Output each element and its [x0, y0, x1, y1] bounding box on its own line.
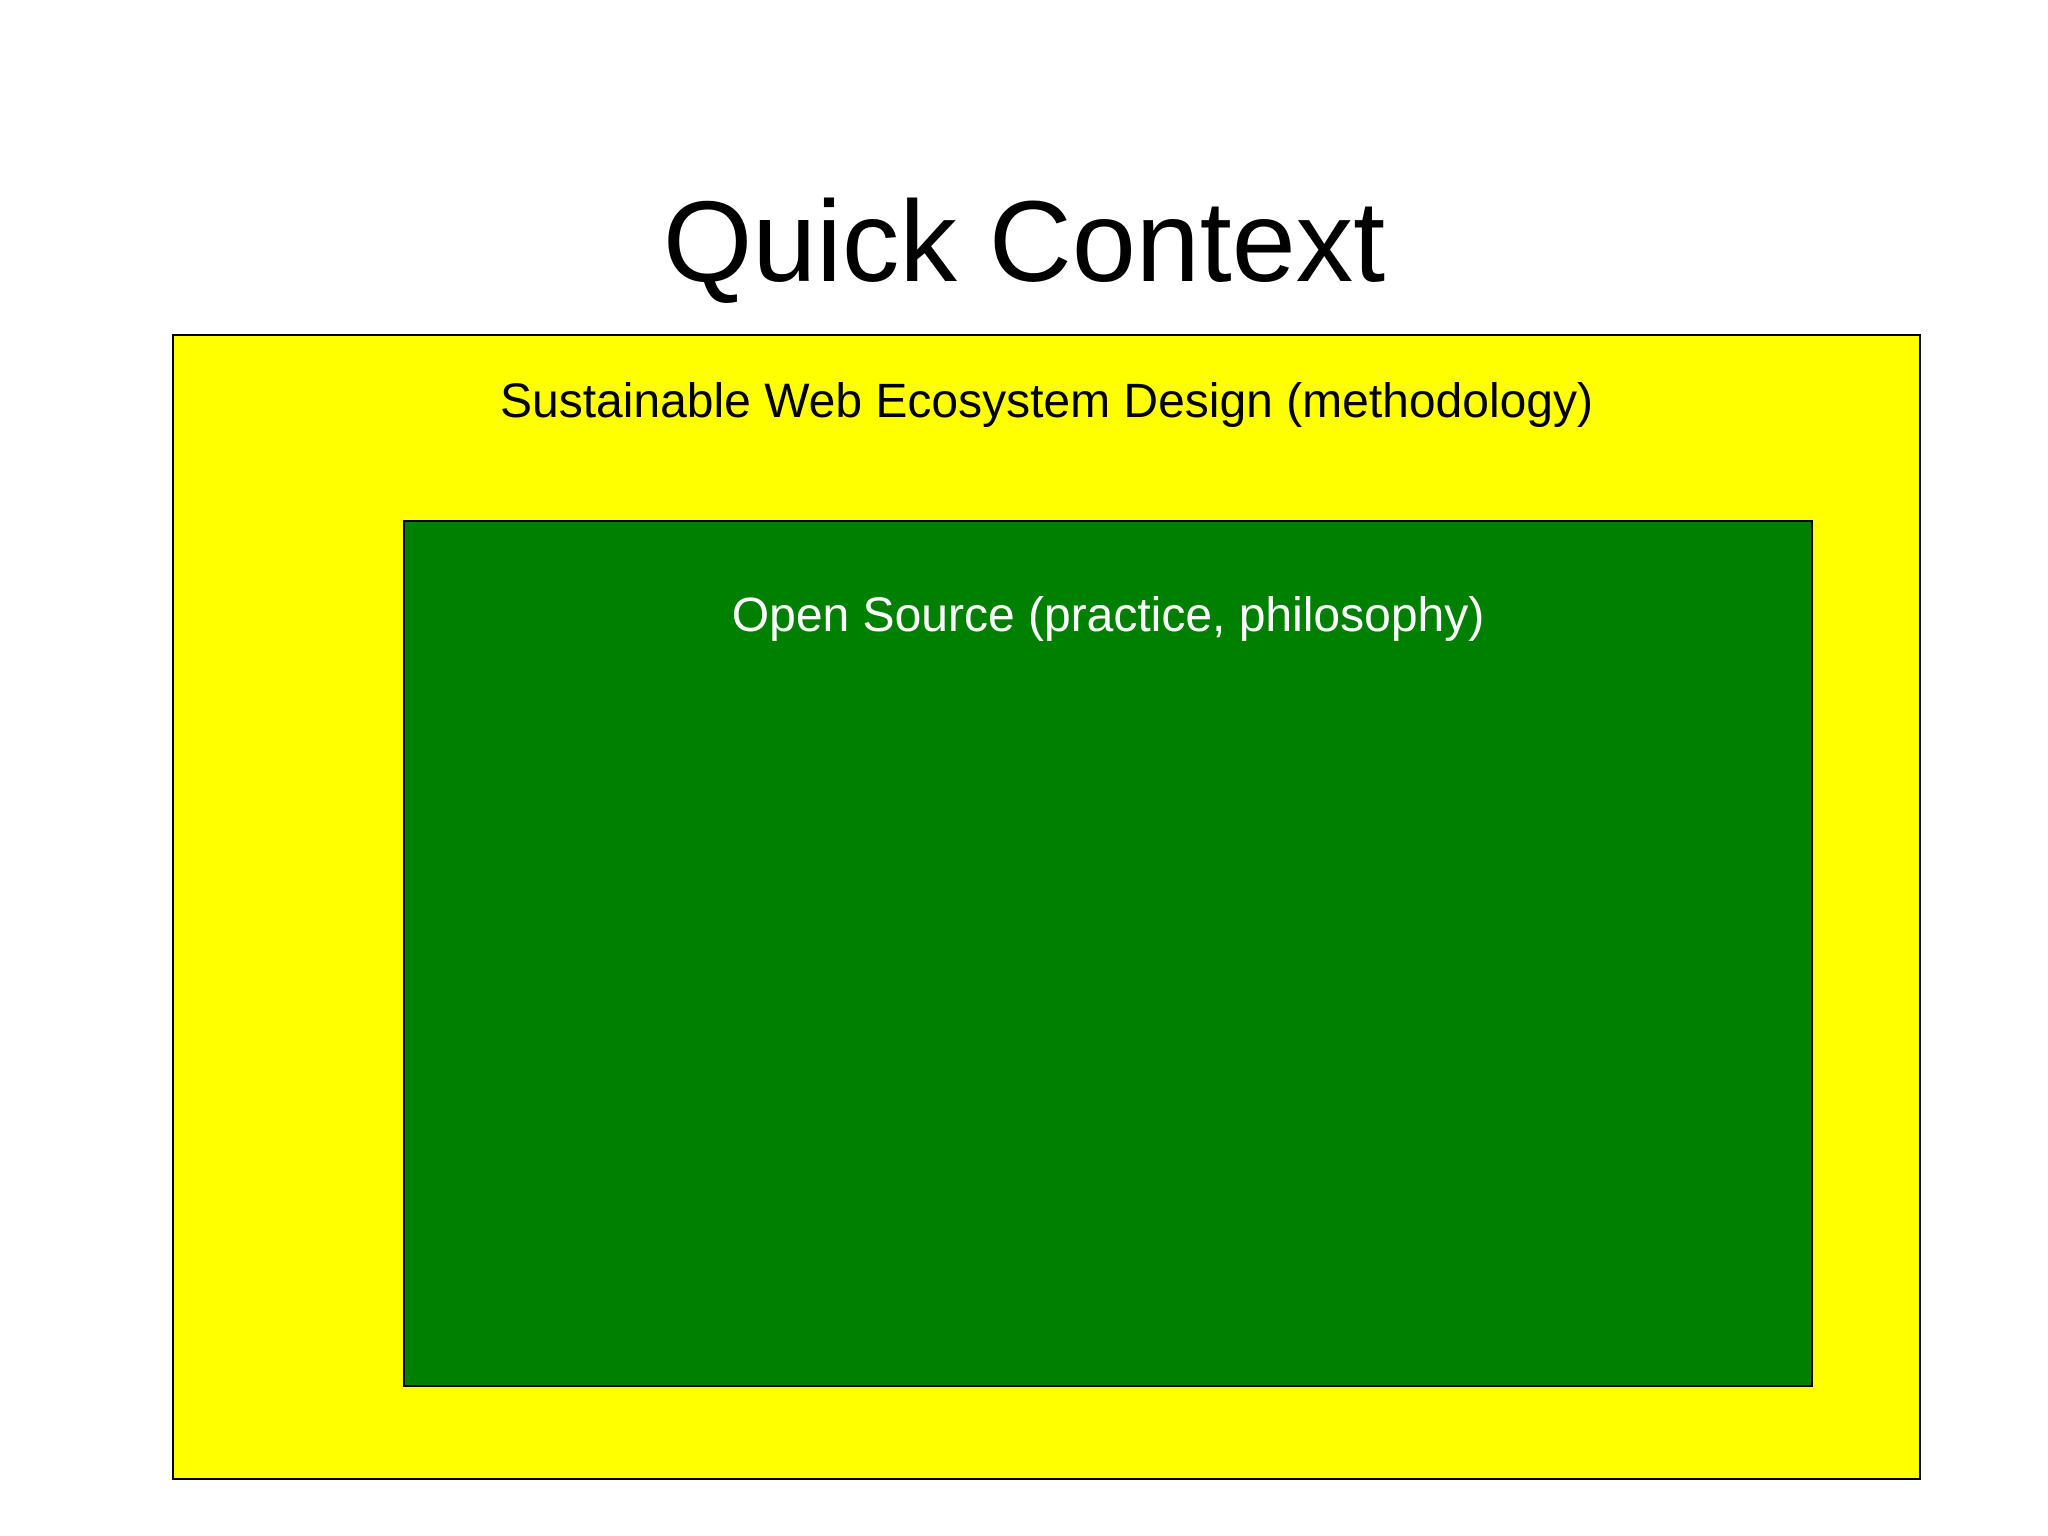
methodology-box: Sustainable Web Ecosystem Design (method… [172, 334, 1921, 1480]
slide-title: Quick Context [662, 178, 1386, 306]
open-source-box: Open Source (practice, philosophy) [403, 520, 1813, 1387]
open-source-box-label: Open Source (practice, philosophy) [731, 589, 1485, 642]
methodology-box-label: Sustainable Web Ecosystem Design (method… [500, 375, 1593, 428]
